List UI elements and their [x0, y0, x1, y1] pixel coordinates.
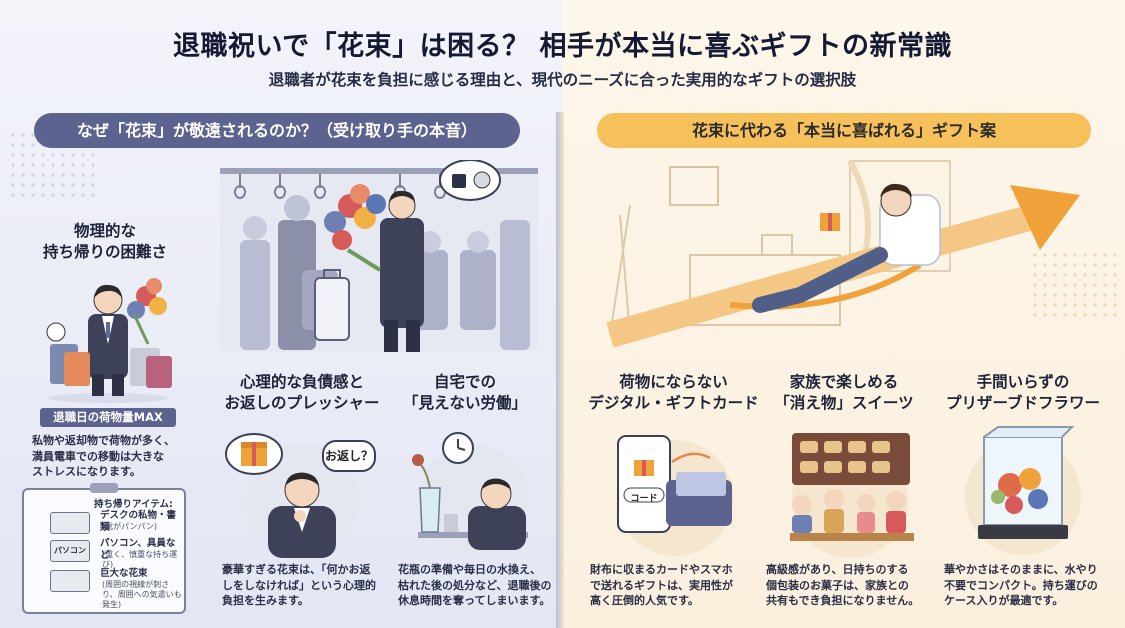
- checklist-note: (周囲の視線が刺さり、周囲への気遣いも発生): [102, 580, 182, 609]
- sweets-body: 高級感があり、日持ちのする 個包装のお菓子は、家族との 共有もでき負担になりませ…: [766, 563, 920, 607]
- psychological-body: 豪華すぎる花束は、「何かお返 しをしなければ」という心理的 負担を生みます。: [222, 563, 376, 607]
- relaxing-man-illustration: [606, 159, 1080, 348]
- page-subtitle: 退職者が花束を負担に感じる理由と、現代のニーズに合った実用的なギフトの選択肢: [268, 71, 857, 89]
- physical-body: 私物や返却物で荷物が多く、 満員電車での移動は大きな ストレスになります。: [32, 434, 175, 478]
- crowded-train-illustration: [220, 160, 538, 352]
- checklist-note: (重く、慎重な持ち運び): [102, 550, 178, 569]
- phone-and-wallet-illustration: [617, 435, 733, 556]
- home-labor-body: 花瓶の準備や毎日の水換え、 枯れた後の処分など、退職後の 休息時間を奪ってしまい…: [398, 563, 552, 607]
- worried-man-illustration: [225, 433, 358, 558]
- desk-box-icon: [50, 512, 90, 534]
- code-label: コード: [630, 494, 658, 504]
- checklist-note: (靴がパンパン): [102, 522, 158, 531]
- home-labor-heading: 自宅での 「見えない労働」: [402, 373, 527, 412]
- psychological-heading: 心理的な負債感と お返しのプレッシャー: [224, 373, 380, 412]
- digital-gift-heading: 荷物にならない デジタル・ギフトカード: [588, 373, 759, 412]
- clipboard-clip: [90, 483, 118, 493]
- preserved-flower-body: 華やかさはそのままに、水やり 不要でコンパクト。持ち運びの ケース入りが最適です…: [944, 563, 1098, 607]
- physical-heading: 物理的な 持ち帰りの困難さ: [42, 222, 167, 261]
- preserved-flower-heading: 手間いらずの プリザーブドフラワー: [945, 373, 1101, 412]
- right-section-banner: 花束に代わる「本当に喜ばれる」ギフト案: [597, 113, 1091, 148]
- checklist-item: 巨大な花束: [100, 568, 148, 579]
- digital-gift-body: 財布に収まるカードやスマホ で送れるギフトは、実用性が 高く圧倒的人気です。: [590, 563, 733, 607]
- carry-items-checklist: 持ち帰りアイテム: デスクの私物・書類 (靴がパンパン) パソコン パソコン、具…: [22, 483, 186, 614]
- return-gift-bubble: お返し？: [322, 440, 376, 472]
- family-sweets-illustration: [790, 433, 914, 558]
- dot-pattern: [1030, 250, 1120, 320]
- left-section-banner: なぜ「花束」が敬遠されるのか？（受け取り手の本音）: [34, 113, 520, 148]
- bouquet-icon: [50, 570, 90, 592]
- sweets-heading: 家族で楽しめる 「消え物」スイーツ: [774, 373, 914, 412]
- laptop-icon: パソコン: [50, 540, 90, 562]
- page-title: 退職祝いで「花束」は困る？ 相手が本当に喜ぶギフトの新常識: [172, 31, 953, 62]
- tired-man-with-vase-illustration: [412, 432, 529, 556]
- checklist-title: 持ち帰りアイテム:: [94, 499, 173, 510]
- preserved-flower-case-illustration: [965, 426, 1081, 555]
- luggage-max-badge: 退職日の荷物量MAX: [40, 408, 176, 427]
- checklist-item: デスクの私物・書類: [100, 510, 177, 533]
- center-divider: [556, 112, 564, 628]
- businessman-with-bags-illustration: [46, 278, 172, 403]
- checklist-item: パソコン、具員など: [100, 538, 176, 561]
